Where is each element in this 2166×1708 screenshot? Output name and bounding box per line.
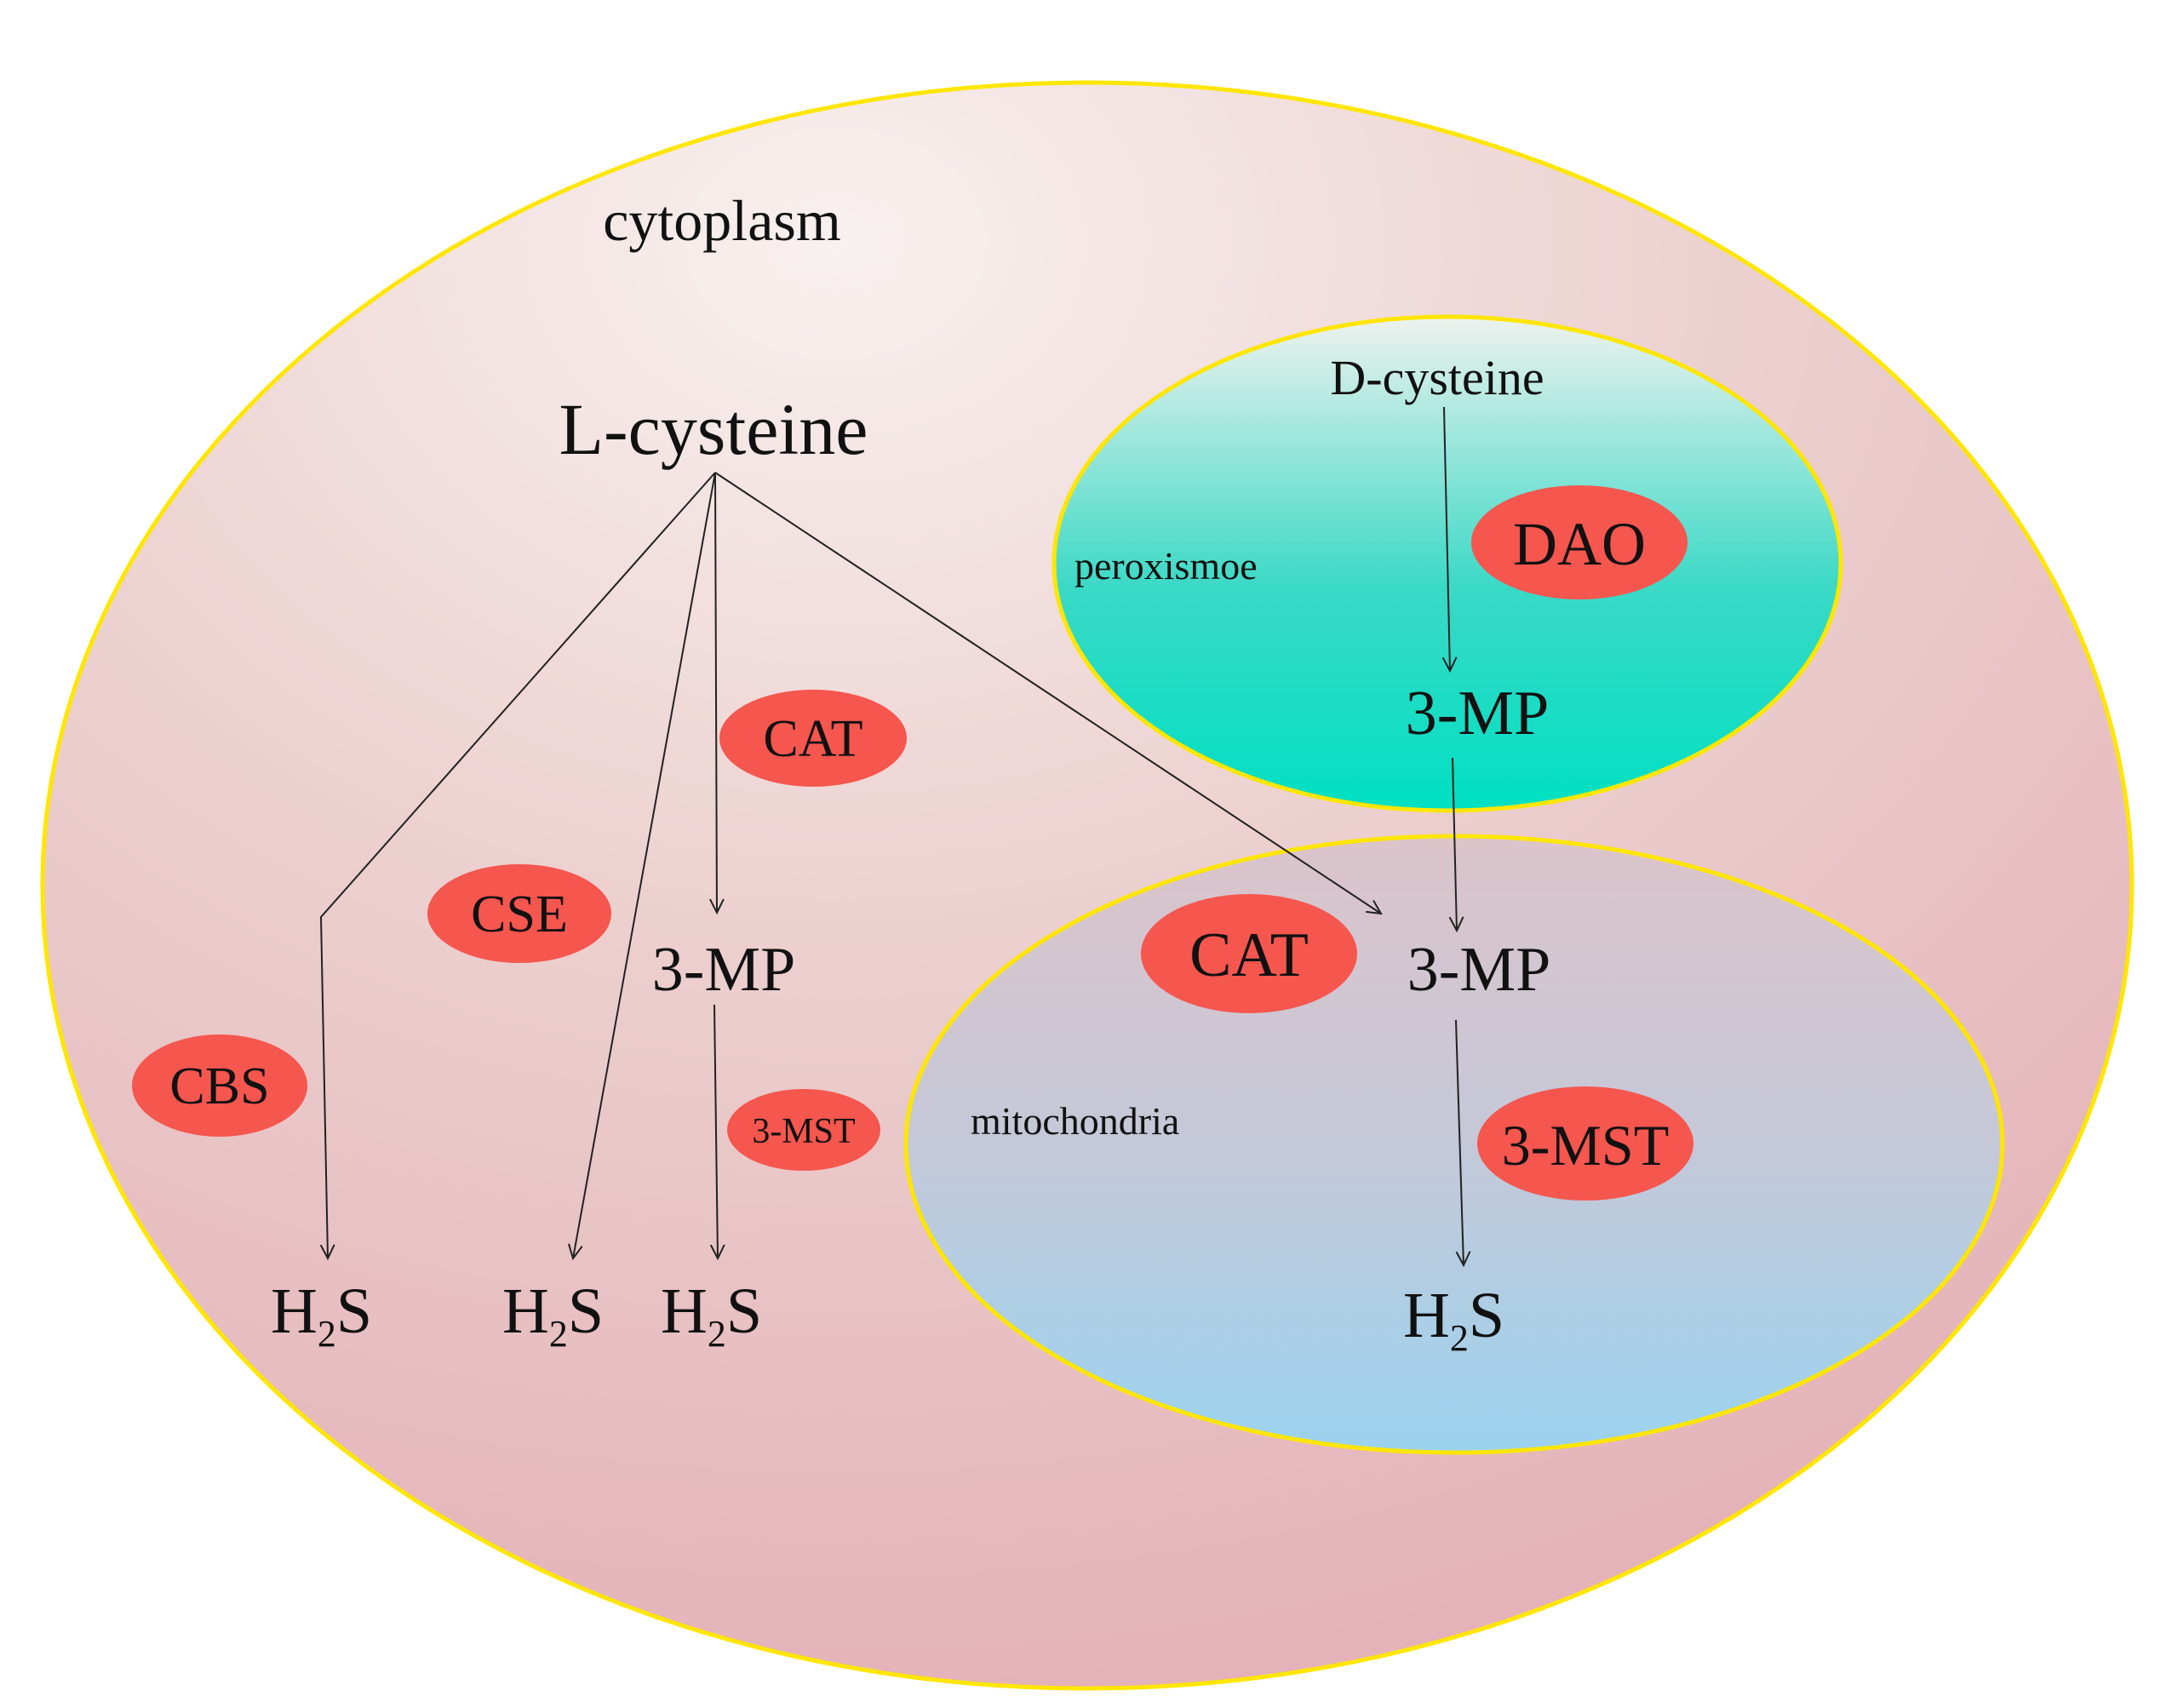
svg-text:CAT: CAT: [763, 710, 862, 768]
peroxisome-label: peroxismoe: [1074, 544, 1258, 587]
arrow-l-cysteine-to-h2s-cse: [573, 472, 716, 1258]
arrow-3mp-to-h2s-mitochondria: [1455, 1019, 1464, 1265]
3mp-cytoplasm-label: 3-MP: [652, 935, 796, 1005]
enzyme-cat-mitochondria: CAT: [1141, 894, 1357, 1013]
d-cysteine-label: D-cysteine: [1330, 350, 1544, 405]
arrow-l-cysteine-to-3mp-mitochondria: [714, 472, 1381, 914]
enzyme-dao: DAO: [1471, 485, 1688, 599]
enzyme-3mst-mitochondria: 3-MST: [1477, 1086, 1693, 1201]
3mp-peroxisome-label: 3-MP: [1406, 679, 1550, 748]
pathway-arrows: [321, 406, 1464, 1265]
svg-text:3-MST: 3-MST: [1502, 1113, 1669, 1178]
enzyme-cat-cytoplasm: CAT: [719, 690, 907, 787]
h2s-mitochondria-label: H2S: [1403, 1280, 1504, 1359]
svg-text:H2S: H2S: [661, 1275, 762, 1355]
mitochondria-compartment: [903, 834, 2005, 1455]
svg-text:H2S: H2S: [271, 1275, 372, 1355]
l-cysteine-label: L-cysteine: [559, 388, 868, 470]
arrow-3mp-peroxisome-to-mitochondria: [1453, 757, 1457, 931]
svg-text:3-MST: 3-MST: [752, 1112, 855, 1151]
h2s-cbs-label: H2S: [271, 1275, 372, 1355]
svg-text:CSE: CSE: [471, 886, 568, 943]
cytoplasm-compartment: [40, 80, 2134, 1691]
svg-text:DAO: DAO: [1513, 510, 1646, 578]
enzyme-3mst-cytoplasm: 3-MST: [727, 1089, 880, 1171]
enzyme-cbs: CBS: [132, 1035, 307, 1137]
h2s-cytoplasm-mst-label: H2S: [661, 1275, 762, 1355]
arrow-3mp-to-h2s-cytoplasm: [714, 1004, 718, 1258]
svg-text:CBS: CBS: [169, 1057, 269, 1115]
arrow-l-cysteine-to-3mp-cytoplasm: [715, 472, 717, 913]
svg-text:CAT: CAT: [1189, 920, 1309, 990]
svg-text:H2S: H2S: [502, 1275, 604, 1355]
mitochondria-label: mitochondria: [971, 1099, 1179, 1143]
svg-text:H2S: H2S: [1403, 1280, 1504, 1359]
h2s-cse-label: H2S: [502, 1275, 604, 1355]
3mp-mitochondria-label: 3-MP: [1407, 935, 1551, 1005]
arrow-l-cysteine-to-h2s-cbs: [321, 472, 716, 1258]
enzyme-cse: CSE: [427, 864, 611, 963]
arrow-d-cysteine-to-3mp: [1444, 406, 1450, 671]
cytoplasm-label: cytoplasm: [603, 188, 841, 253]
